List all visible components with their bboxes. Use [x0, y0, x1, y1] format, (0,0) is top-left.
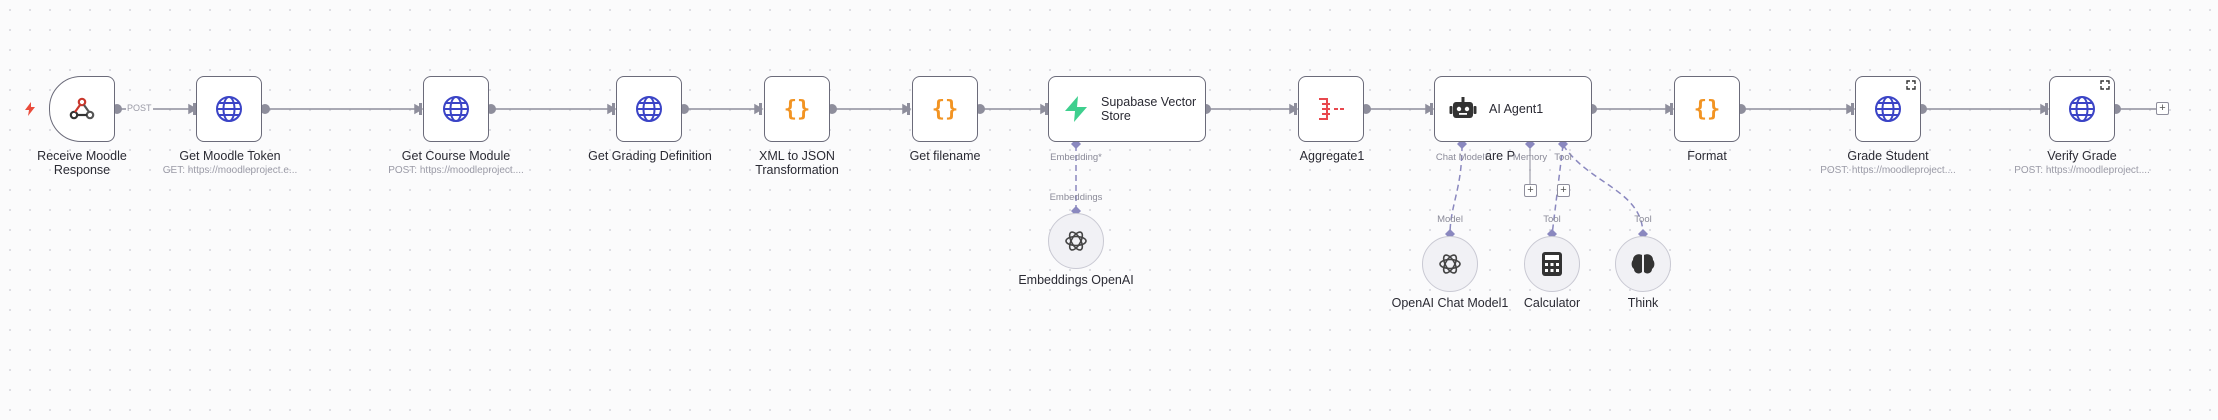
supabase-icon	[1065, 96, 1087, 122]
connector-label-tool: Tool	[1634, 214, 1652, 225]
node-label: Aggregate1	[1299, 149, 1365, 163]
add-memory-button[interactable]: +	[1524, 184, 1537, 197]
node-subtitle: POST: https://moodleproject....	[1820, 165, 1956, 176]
node-label: Calculator	[1523, 296, 1581, 310]
connector-label-tool: Tool	[1543, 214, 1561, 225]
node-receive-moodle-response[interactable]	[49, 76, 115, 142]
node-label: AI Agent1	[1489, 102, 1544, 116]
node-label: Get Grading Definition	[588, 149, 712, 163]
node-ai-agent1[interactable]: AI Agent1	[1434, 76, 1592, 142]
connector-label-model: Model	[1437, 214, 1463, 225]
node-get-filename[interactable]: {}	[912, 76, 978, 142]
node-aggregate1[interactable]	[1298, 76, 1364, 142]
node-label: Get Course Module	[401, 149, 511, 163]
handle-label-chat-model: Chat Model*	[1435, 152, 1489, 163]
node-label: Get filename	[909, 149, 981, 163]
braces-icon: {}	[784, 97, 811, 122]
node-label: XML to JSON Transformation	[755, 149, 839, 177]
openai-icon	[1065, 231, 1087, 251]
globe-icon	[636, 96, 662, 122]
node-embeddings-openai[interactable]	[1048, 213, 1104, 269]
node-get-grading-definition[interactable]	[616, 76, 682, 142]
node-label: OpenAI Chat Model1	[1391, 296, 1509, 310]
node-get-course-module[interactable]	[423, 76, 489, 142]
brain-icon	[1631, 254, 1655, 274]
node-label: Embeddings OpenAI	[1018, 273, 1134, 287]
braces-icon: {}	[932, 97, 959, 122]
trigger-bolt-icon	[25, 102, 35, 116]
handle-label-embedding: Embedding*	[1050, 152, 1102, 163]
add-next-node-button[interactable]: +	[2156, 102, 2169, 115]
node-label: Receive Moodle Response	[37, 149, 127, 177]
node-label: Verify Grade	[2047, 149, 2117, 163]
node-label: Get Moodle Token	[179, 149, 281, 163]
braces-icon: {}	[1694, 97, 1721, 122]
handle-label-memory: Memory	[1512, 152, 1548, 163]
node-label: Grade Student	[1847, 149, 1929, 163]
robot-icon	[1449, 97, 1477, 118]
openai-icon	[1439, 254, 1461, 274]
node-label: Format	[1687, 149, 1727, 163]
node-verify-grade[interactable]	[2049, 76, 2115, 142]
connector-label-embeddings: Embeddings	[1049, 192, 1103, 203]
aggregate-icon	[1319, 98, 1344, 120]
node-label: Supabase Vector Store	[1101, 95, 1197, 123]
globe-icon	[1875, 96, 1901, 122]
node-openai-chat-model1[interactable]	[1422, 236, 1478, 292]
calculator-icon	[1542, 252, 1562, 276]
webhook-icon	[69, 97, 95, 120]
globe-icon	[443, 96, 469, 122]
svg-text:{}: {}	[1694, 97, 1721, 122]
node-subtitle: POST: https://moodleproject....	[388, 165, 524, 176]
svg-text:{}: {}	[784, 97, 811, 122]
node-format[interactable]: {}	[1674, 76, 1740, 142]
edge-label-post: POST	[126, 103, 153, 113]
node-xml-to-json[interactable]: {}	[764, 76, 830, 142]
node-grade-student[interactable]	[1855, 76, 1921, 142]
node-subtitle: POST: https://moodleproject....	[2014, 165, 2150, 176]
node-subtitle: GET: https://moodleproject.e...	[162, 165, 298, 176]
expand-corner-icon	[2100, 80, 2110, 90]
node-calculator[interactable]	[1524, 236, 1580, 292]
node-label-overlay: are P	[1485, 149, 1515, 163]
handle-label-tool: Tool	[1554, 152, 1572, 163]
node-think[interactable]	[1615, 236, 1671, 292]
expand-corner-icon	[1906, 80, 1916, 90]
globe-icon	[2069, 96, 2095, 122]
node-get-moodle-token[interactable]	[196, 76, 262, 142]
node-supabase-vector-store[interactable]: Supabase Vector Store	[1048, 76, 1206, 142]
globe-icon	[216, 96, 242, 122]
node-label: Think	[1627, 296, 1659, 310]
add-tool-button[interactable]: +	[1557, 184, 1570, 197]
svg-text:{}: {}	[932, 97, 959, 122]
